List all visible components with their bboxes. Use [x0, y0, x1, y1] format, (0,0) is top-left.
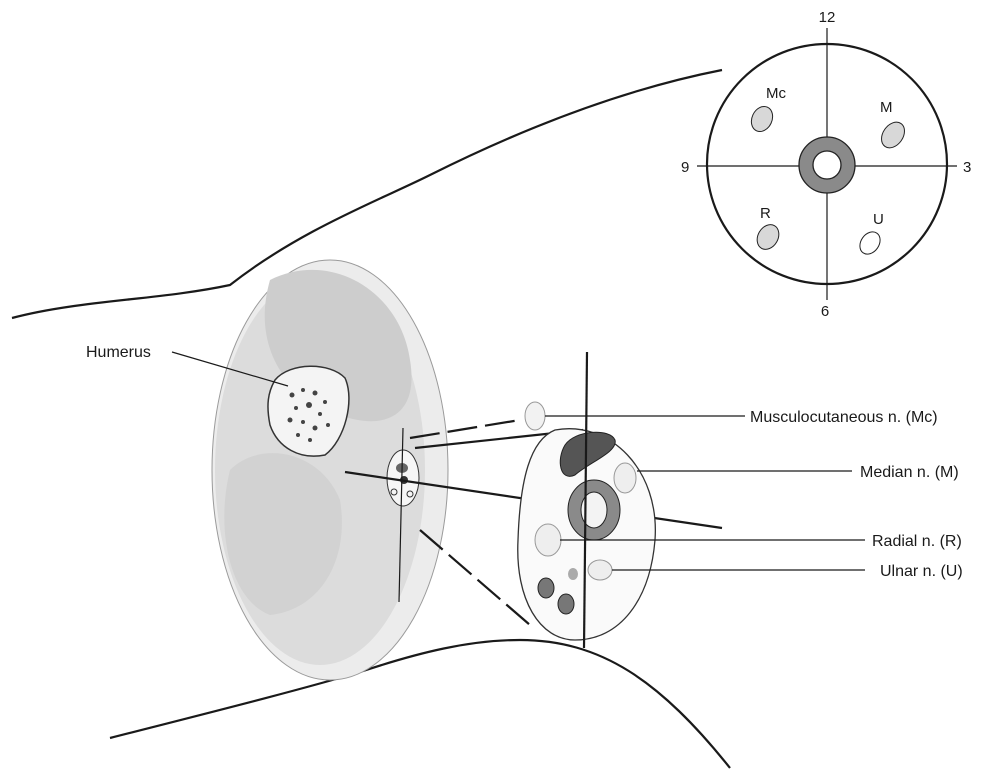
radial-label: Radial n. (R): [872, 533, 962, 550]
vessel-enlarged-2: [558, 594, 574, 614]
small-vessel-enlarged: [568, 568, 578, 580]
median-nerve-enlarged: [614, 463, 636, 493]
enlarged-bundle: [518, 352, 656, 648]
ulnar-label: Ulnar n. (U): [880, 563, 963, 580]
clock-three: 3: [963, 159, 971, 176]
clock-twelve: 12: [819, 9, 836, 26]
clock-mc-label: Mc: [766, 85, 786, 102]
clock-m-label: M: [880, 99, 893, 116]
zoom-line-bottom: [420, 530, 530, 625]
musculocutaneous-label: Musculocutaneous n. (Mc): [750, 409, 938, 426]
humerus-bone: [268, 366, 349, 456]
arm-lower-contour: [110, 640, 730, 768]
musculocutaneous-nerve-enlarged: [525, 402, 545, 430]
clock-artery-lumen: [813, 151, 841, 179]
clock-six: 6: [821, 303, 829, 320]
arm-cross-section: [212, 260, 448, 680]
clock-u-label: U: [873, 211, 884, 228]
clock-nine: 9: [681, 159, 689, 176]
vessel-enlarged-1: [538, 578, 554, 598]
humerus-label: Humerus: [86, 344, 151, 361]
radial-nerve-enlarged: [535, 524, 561, 556]
clock-r-label: R: [760, 205, 771, 222]
median-label: Median n. (M): [860, 464, 959, 481]
clock-face-diagram: 12 3 6 9 Mc M R U: [681, 9, 971, 320]
ulnar-nerve-enlarged: [588, 560, 612, 580]
